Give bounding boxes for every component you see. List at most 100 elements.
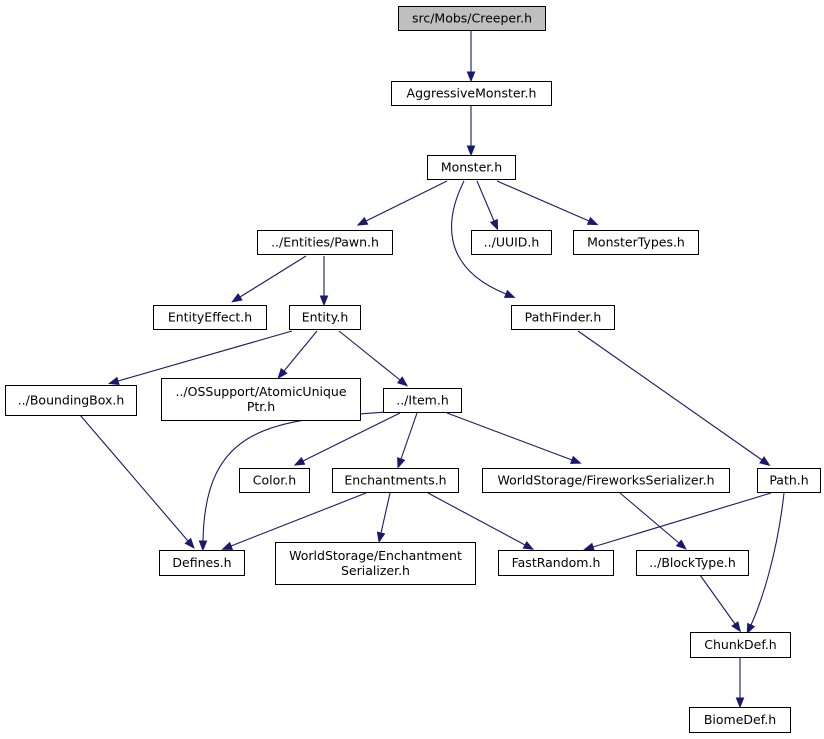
node-box [5,385,137,416]
arrow-head-icon [376,531,386,544]
edge-entity-to-item [338,330,409,387]
node-label: Defines.h [172,555,231,570]
edge-path-to-chunkdef [746,492,785,635]
node-pathfinder[interactable]: PathFinder.h [511,305,615,330]
node-box [257,230,393,255]
node-enchantments[interactable]: Enchantments.h [332,468,459,493]
arrow-head-icon [746,622,756,635]
node-label: ../BoundingBox.h [18,393,125,408]
edge-line [699,574,736,625]
node-label: Color.h [253,473,296,488]
edge-entity-to-boundingbox [108,330,293,386]
node-defines[interactable]: Defines.h [159,550,245,576]
node-label: Enchantments.h [344,473,446,488]
node-blocktype[interactable]: ../BlockType.h [636,550,749,576]
edge-line [577,330,763,461]
node-label: ../Item.h [396,393,449,408]
arrow-head-icon [735,697,745,709]
node-path[interactable]: Path.h [757,468,821,493]
node-boundingbox[interactable]: ../BoundingBox.h [5,385,137,416]
arrow-head-icon [293,456,306,466]
node-pawn[interactable]: ../Entities/Pawn.h [257,230,393,255]
arrow-head-icon [583,542,595,552]
node-aggressive[interactable]: AggressiveMonster.h [391,81,552,106]
node-uuid[interactable]: ../UUID.h [471,230,552,255]
node-box [757,468,821,493]
node-label: BiomeDef.h [704,712,776,727]
node-label: WorldStorage/Enchantment [289,548,462,563]
node-label: ../OSSupport/AtomicUnique [175,384,346,399]
edge-line [750,492,785,626]
node-box [239,468,310,493]
node-label: WorldStorage/FireworksSerializer.h [498,473,715,488]
node-box [383,388,462,413]
node-box [482,468,730,493]
node-box [275,542,476,585]
node-box [391,81,552,106]
arrow-head-icon [466,71,476,83]
edge-pawn-to-entity [319,256,329,307]
node-label: src/Mobs/Creeper.h [412,11,532,26]
edge-line [79,414,189,542]
edge-line [117,330,293,382]
arrow-head-icon [184,537,195,549]
node-monstertypes[interactable]: MonsterTypes.h [573,230,699,255]
edge-enchantments-to-defines [221,492,367,550]
node-chunkdef[interactable]: ChunkDef.h [690,632,791,658]
arrow-head-icon [277,367,288,379]
arrow-head-icon [522,540,535,550]
edge-line [365,180,448,222]
arrow-head-icon [356,216,369,226]
edge-line [283,330,318,372]
arrow-head-icon [489,218,499,231]
edge-line [619,492,680,544]
node-fireworks[interactable]: WorldStorage/FireworksSerializer.h [482,468,730,493]
edge-line [427,492,526,546]
edge-monster-to-uuid [476,180,499,231]
edge-line [230,492,367,547]
node-label: ChunkDef.h [704,637,776,652]
node-creeper: src/Mobs/Creeper.h [398,6,546,31]
edge-line [496,180,590,222]
node-box [471,230,552,255]
node-box [161,378,361,421]
arrow-head-icon [198,540,208,552]
node-label: Ptr.h [247,399,275,414]
node-monster[interactable]: Monster.h [427,155,516,180]
edge-blocktype-to-chunkdef [699,574,742,633]
node-label: MonsterTypes.h [587,235,685,250]
node-label: ../UUID.h [484,235,540,250]
arrow-head-icon [586,216,599,226]
edge-layer [79,31,785,709]
edge-item-to-fireworks [446,412,582,464]
node-box [690,632,791,658]
node-biomedef[interactable]: BiomeDef.h [689,707,791,733]
node-color[interactable]: Color.h [239,468,310,493]
node-label: PathFinder.h [525,310,602,325]
node-box [332,468,459,493]
edge-boundingbox-to-defines [79,414,195,549]
arrow-head-icon [759,456,771,466]
node-box [153,305,267,330]
node-label: Path.h [769,473,808,488]
edge-item-to-enchantments [397,412,418,469]
node-fastrandom[interactable]: FastRandom.h [498,550,614,576]
node-box [636,550,749,576]
node-box [159,550,245,576]
edge-line [476,180,495,222]
edge-item-to-color [293,412,401,466]
edge-monster-to-monstertypes [496,180,599,226]
arrow-head-icon [231,293,243,303]
arrow-head-icon [466,145,476,157]
edge-chunkdef-to-biomedef [735,657,745,709]
node-entity[interactable]: Entity.h [289,305,361,330]
node-item[interactable]: ../Item.h [383,388,462,413]
node-label: Monster.h [441,160,502,175]
edge-enchantments-to-enchser [376,492,391,544]
node-box [427,155,516,180]
edge-creeper-to-aggressive [466,31,476,83]
node-entityeffect[interactable]: EntityEffect.h [153,305,267,330]
